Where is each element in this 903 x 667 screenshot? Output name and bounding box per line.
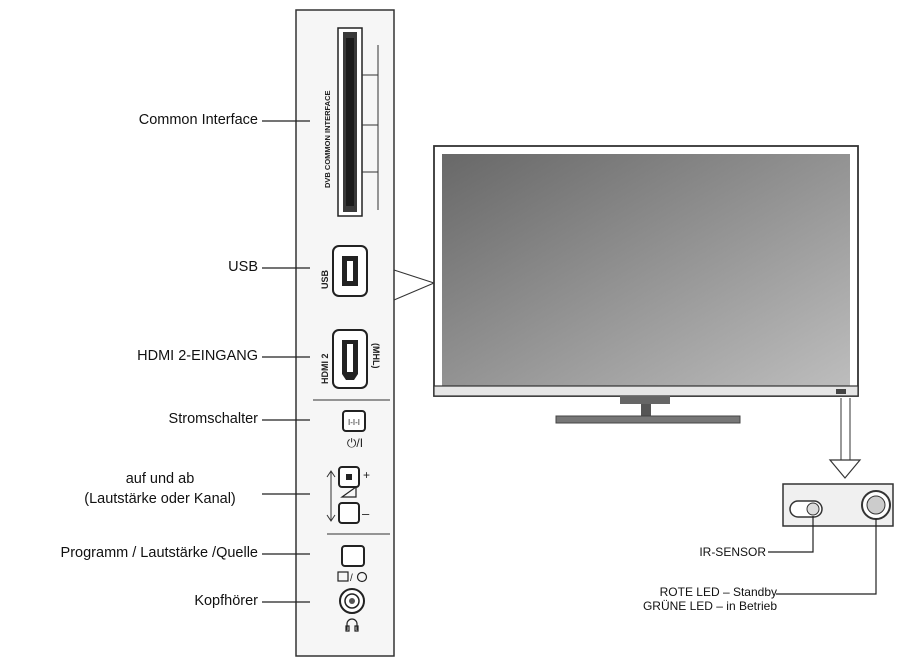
- label-green-led: GRÜNE LED – in Betrieb: [642, 599, 777, 613]
- hdmi-port-text: HDMI 2: [320, 353, 330, 384]
- label-headphones: Kopfhörer: [194, 593, 258, 609]
- usb-port-text: USB: [320, 269, 330, 289]
- headphone-jack: [339, 588, 365, 632]
- usb-port: USB: [320, 245, 368, 297]
- power-button: I-I-I ⏻/I: [342, 410, 366, 450]
- mhl-text: (MHL): [371, 343, 381, 369]
- up-down-buttons: + –: [326, 466, 390, 535]
- label-red-led: ROTE LED – Standby: [659, 585, 777, 599]
- plus-symbol-icon: +: [363, 468, 370, 482]
- hdmi-port: HDMI 2 (MHL): [320, 329, 381, 389]
- minus-symbol-icon: –: [362, 506, 370, 521]
- program-icon: [337, 571, 349, 582]
- volume-icon: [340, 485, 357, 498]
- tv-set: [433, 145, 859, 424]
- label-program-volume-source: Programm / Lautstärke /Quelle: [60, 545, 258, 561]
- label-hdmi2: HDMI 2-EINGANG: [137, 348, 258, 364]
- source-icon: [356, 571, 368, 583]
- up-arrow-icon: [326, 470, 336, 478]
- svg-text:/: /: [350, 573, 353, 584]
- label-common-interface: Common Interface: [138, 112, 258, 128]
- program-button: /: [337, 545, 368, 584]
- power-button-text: I-I-I: [348, 418, 360, 427]
- ci-slot-text: DVB COMMON INTERFACE: [323, 91, 332, 189]
- label-up-down-line1: auf und ab: [125, 471, 195, 487]
- sensor-leader-lines: [768, 516, 877, 595]
- ci-slot: DVB COMMON INTERFACE: [323, 27, 379, 217]
- label-power-switch: Stromschalter: [168, 411, 258, 427]
- label-ir-sensor: IR-SENSOR: [699, 545, 766, 559]
- leader-lines: [262, 120, 310, 603]
- down-arrow-to-sensor: [828, 398, 862, 479]
- headphone-icon: [345, 618, 359, 632]
- zoom-lines: [393, 269, 435, 301]
- down-arrow-icon: [326, 514, 336, 522]
- power-symbol-text: ⏻/I: [347, 436, 363, 450]
- label-usb: USB: [228, 259, 258, 275]
- label-up-down-line2: (Lautstärke oder Kanal): [84, 491, 236, 507]
